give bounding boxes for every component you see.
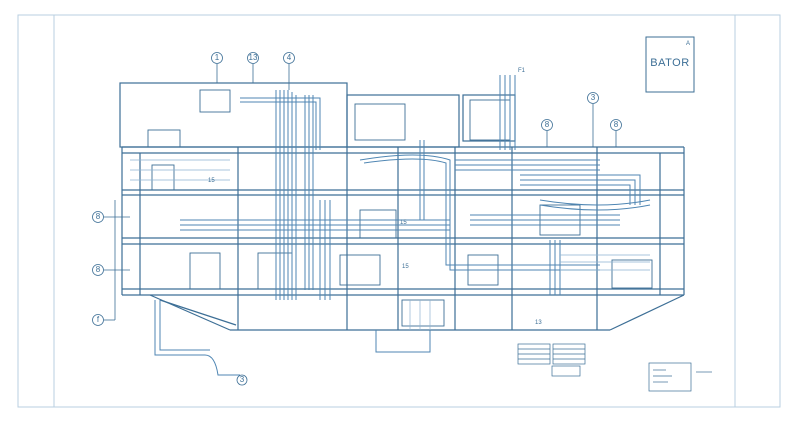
callout-left-2: 8: [96, 265, 101, 274]
callout-left-3: f: [97, 315, 100, 324]
interior-label-b: 15: [400, 220, 407, 226]
building-structure: [119, 82, 685, 331]
legend-tables: [517, 343, 586, 377]
interior-labels: 15 15 15 13 F1: [208, 68, 542, 326]
callout-right-2: 8: [545, 120, 550, 129]
callout-left-1: 8: [96, 212, 101, 221]
interior-label-d: 13: [535, 320, 542, 326]
callout-right-1: 3: [591, 93, 596, 102]
title-block-title: BATOR: [650, 57, 689, 69]
interior-label-e: F1: [518, 68, 526, 74]
title-block-sheet-mark: A: [686, 41, 690, 47]
title-block: BATOR A: [645, 36, 695, 93]
callout-bottom: 3: [236, 374, 248, 386]
callout-top-2: 13: [249, 53, 258, 62]
equipment: [147, 89, 653, 327]
detail-lines: [130, 159, 650, 330]
callout-top-3: 4: [287, 53, 292, 62]
callout-bottom-1: 3: [240, 375, 245, 384]
notes-box: [648, 362, 712, 392]
callout-right-3: 8: [614, 120, 619, 129]
callouts-top: 1 13 4: [211, 52, 295, 64]
interior-label-c: 15: [402, 264, 409, 270]
interior-label-a: 15: [208, 178, 215, 184]
callouts-right: 3 8 8: [541, 92, 622, 131]
callout-top-1: 1: [215, 53, 220, 62]
callouts-left: 8 8 f: [92, 211, 104, 326]
sheet-frame: [17, 14, 781, 408]
callout-leaders: [104, 64, 617, 321]
pipe-network: [154, 75, 651, 376]
